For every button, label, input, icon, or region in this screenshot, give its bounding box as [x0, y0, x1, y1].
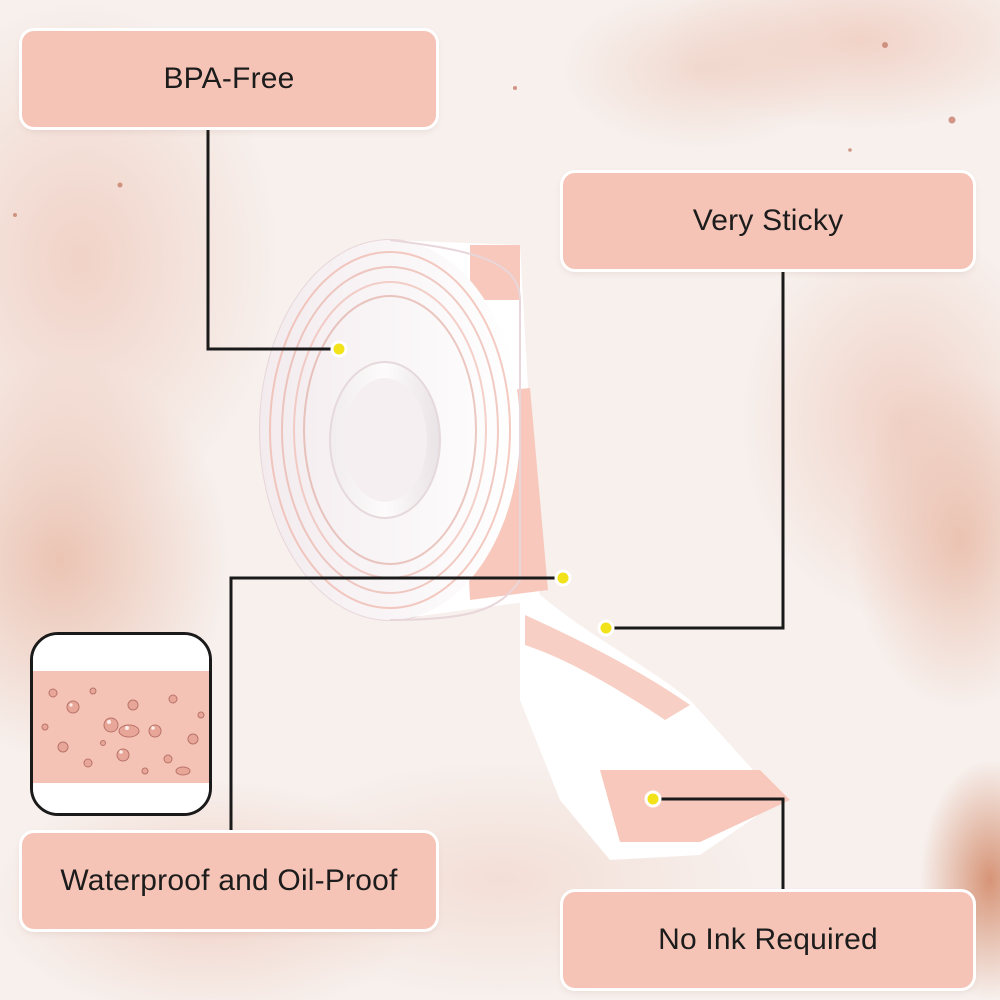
water-droplets-image [33, 635, 209, 813]
feature-label-bpa-free: BPA-Free [22, 31, 436, 127]
feature-text-waterproof: Waterproof and Oil-Proof [60, 864, 398, 897]
water-droplet-inset [30, 632, 212, 816]
feature-label-very-sticky: Very Sticky [563, 173, 973, 269]
feature-label-waterproof: Waterproof and Oil-Proof [22, 833, 436, 929]
feature-text-very-sticky: Very Sticky [692, 204, 844, 237]
feature-label-no-ink: No Ink Required [563, 892, 973, 988]
feature-text-no-ink: No Ink Required [658, 923, 878, 956]
feature-text-bpa-free: BPA-Free [163, 62, 295, 95]
